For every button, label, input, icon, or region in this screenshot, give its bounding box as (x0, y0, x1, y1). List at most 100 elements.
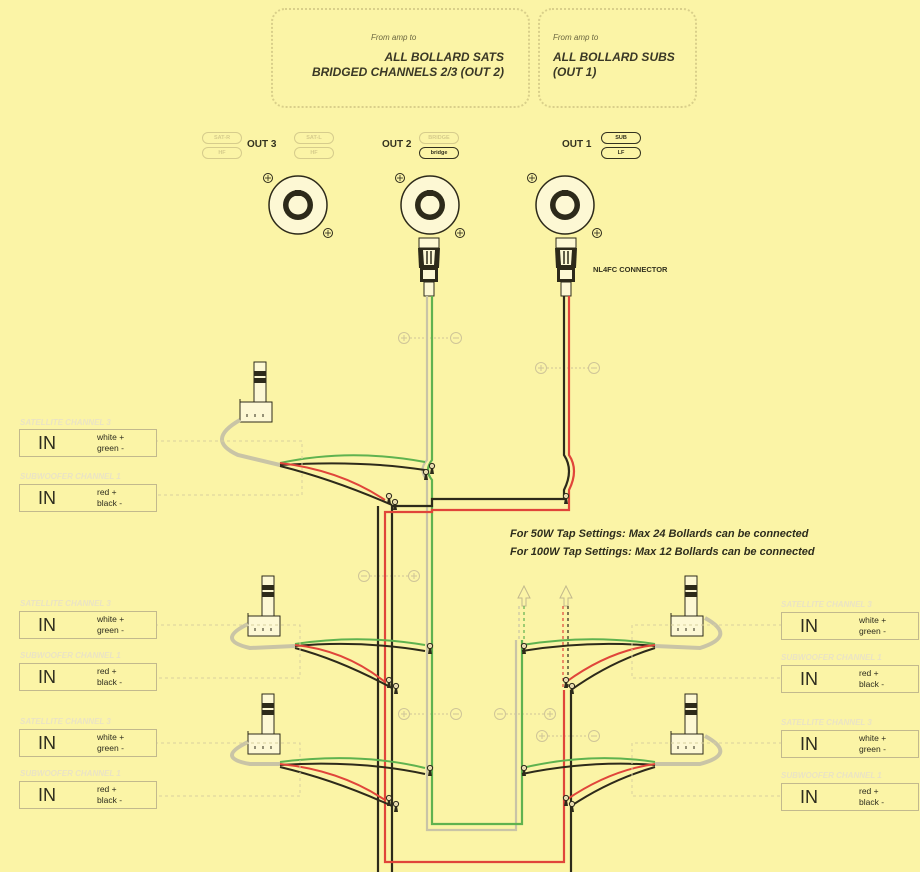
terminal-nut (527, 173, 537, 183)
satellite-input-block: IN white + green - (19, 611, 157, 639)
subwoofer-channel-title: SUBWOOFER CHANNEL 1 (20, 472, 121, 481)
mode-pill: HF (202, 147, 242, 159)
note-box-sats (271, 8, 530, 108)
terminal-nut (323, 228, 333, 238)
note-box-subs (538, 8, 697, 108)
terminal-nut (455, 228, 465, 238)
polarity-negative: green - (97, 743, 124, 753)
note-line: ALL BOLLARD SATS (384, 50, 504, 64)
polarity-positive: white + (97, 432, 125, 442)
terminal-nut (395, 173, 405, 183)
polarity-positive: white + (859, 615, 887, 625)
continuation-arrows (517, 584, 573, 607)
satellite-channel-title: SATELLITE CHANNEL 3 (781, 718, 872, 727)
nl4fc-connector-icon (417, 237, 441, 297)
note-small-text: From amp to (553, 33, 599, 42)
satellite-channel-title: SATELLITE CHANNEL 3 (781, 600, 872, 609)
bollard-drop-cable (230, 622, 426, 689)
input-label: IN (800, 669, 818, 689)
polarity-positive: red + (97, 666, 117, 676)
subwoofer-input-block: IN red + black - (781, 783, 919, 811)
cable-tie (392, 800, 400, 813)
polarity-positive: red + (859, 668, 879, 678)
note-line: BRIDGED CHANNELS 2/3 (OUT 2) (311, 65, 504, 79)
input-label: IN (38, 615, 56, 635)
tap-setting-100w: For 100W Tap Settings: Max 12 Bollards c… (510, 546, 815, 558)
polarity-negative: black - (97, 677, 123, 687)
satellite-channel-title: SATELLITE CHANNEL 3 (20, 717, 111, 726)
subwoofer-channel-title: SUBWOOFER CHANNEL 1 (781, 653, 882, 662)
polarity-negative: black - (97, 795, 123, 805)
out2-trunk-cable (421, 296, 524, 832)
polarity-positive: white + (859, 733, 887, 743)
bollard-speaker-icon (247, 575, 281, 637)
bollard-drop-cable (230, 740, 426, 807)
out1-trunk-cable (376, 296, 576, 872)
output-label-out2: OUT 2 (382, 139, 412, 150)
polarity-negative: black - (859, 797, 885, 807)
input-label: IN (800, 734, 818, 754)
polarity-markers (358, 332, 600, 742)
polarity-positive: white + (97, 732, 125, 742)
note-title-sats: ALL BOLLARD SATS BRIDGED CHANNELS 2/3 (O… (291, 50, 504, 80)
mode-pill-lf: LF (601, 147, 641, 159)
satellite-input-block: IN white + green - (19, 729, 157, 757)
mode-pill-bridge: bridge (419, 147, 459, 159)
input-label: IN (38, 785, 56, 805)
input-label: IN (38, 667, 56, 687)
bollard-drop-cable (521, 616, 723, 691)
speakon-socket-out2 (400, 175, 460, 235)
polarity-negative: green - (97, 443, 124, 453)
speakon-socket-out3 (268, 175, 328, 235)
input-label: IN (38, 733, 56, 753)
mode-pill: SAT-L (294, 132, 334, 144)
bollard-drop-cable (220, 418, 426, 506)
note-line: ALL BOLLARD SUBS (553, 50, 675, 64)
subwoofer-input-block: IN red + black - (19, 663, 157, 691)
input-label: IN (800, 616, 818, 636)
output-label-out1: OUT 1 (562, 139, 592, 150)
bollard-speaker-icon (239, 361, 273, 423)
mode-pill: BRIDGE (419, 132, 459, 144)
satellite-channel-title: SATELLITE CHANNEL 3 (20, 599, 111, 608)
subwoofer-input-block: IN red + black - (19, 484, 157, 512)
cable-tie (392, 682, 400, 695)
input-label: IN (38, 433, 56, 453)
bollard-speaker-icon (670, 693, 704, 755)
terminal-nut (263, 173, 273, 183)
input-label: IN (38, 488, 56, 508)
subwoofer-channel-title: SUBWOOFER CHANNEL 1 (20, 651, 121, 660)
satellite-channel-title: SATELLITE CHANNEL 3 (20, 418, 111, 427)
input-label: IN (800, 787, 818, 807)
subwoofer-input-block: IN red + black - (19, 781, 157, 809)
polarity-negative: black - (97, 498, 123, 508)
satellite-input-block: IN white + green - (19, 429, 157, 457)
nl4fc-connector-icon (554, 237, 578, 297)
subwoofer-channel-title: SUBWOOFER CHANNEL 1 (781, 771, 882, 780)
note-line: (OUT 1) (553, 65, 597, 79)
speakon-socket-out1 (535, 175, 595, 235)
subwoofer-channel-title: SUBWOOFER CHANNEL 1 (20, 769, 121, 778)
polarity-positive: red + (859, 786, 879, 796)
polarity-negative: green - (97, 625, 124, 635)
satellite-input-block: IN white + green - (781, 612, 919, 640)
mode-pill: SAT-R (202, 132, 242, 144)
polarity-negative: green - (859, 626, 886, 636)
note-small-text: From amp to (371, 33, 417, 42)
cable-tie (391, 498, 399, 511)
polarity-negative: green - (859, 744, 886, 754)
bollard-drop-cable (521, 734, 723, 807)
bollard-speaker-icon (247, 693, 281, 755)
connector-label: NL4FC CONNECTOR (593, 265, 668, 274)
bollard-speaker-icon (670, 575, 704, 637)
terminal-nut (592, 228, 602, 238)
note-title-subs: ALL BOLLARD SUBS (OUT 1) (553, 50, 675, 80)
cable-tie (428, 462, 436, 475)
polarity-positive: red + (97, 487, 117, 497)
satellite-input-block: IN white + green - (781, 730, 919, 758)
mode-pill: HF (294, 147, 334, 159)
polarity-positive: white + (97, 614, 125, 624)
tap-setting-50w: For 50W Tap Settings: Max 24 Bollards ca… (510, 528, 809, 540)
